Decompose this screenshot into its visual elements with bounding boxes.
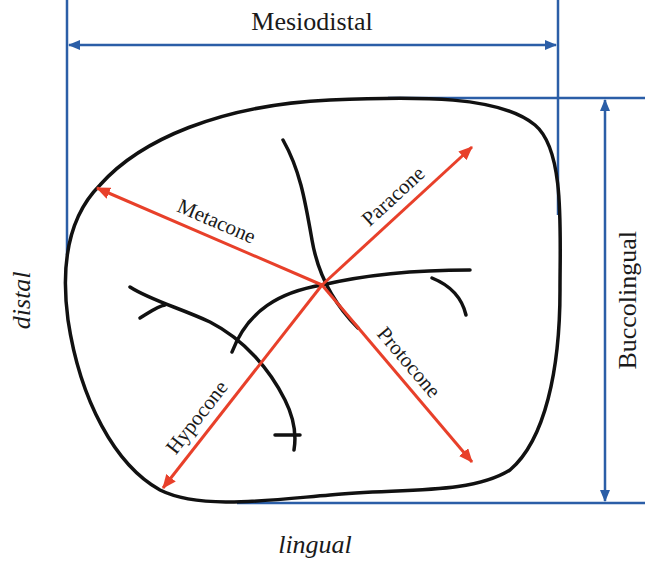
cusp-label: Protocone xyxy=(371,321,448,405)
side-label: distal xyxy=(8,271,37,329)
dimension-arrows xyxy=(69,45,605,501)
side-label: lingual xyxy=(278,531,352,560)
dimension-label: Mesiodistal xyxy=(251,8,372,37)
extension-lines xyxy=(67,0,645,503)
fissures xyxy=(130,140,470,450)
cusp-arrows xyxy=(97,147,472,488)
dimension-label: Buccolingual xyxy=(614,231,643,370)
crown-outline xyxy=(65,98,560,502)
cusp-label: Hypocone xyxy=(159,375,234,462)
cusp-label: Metacone xyxy=(171,194,262,250)
